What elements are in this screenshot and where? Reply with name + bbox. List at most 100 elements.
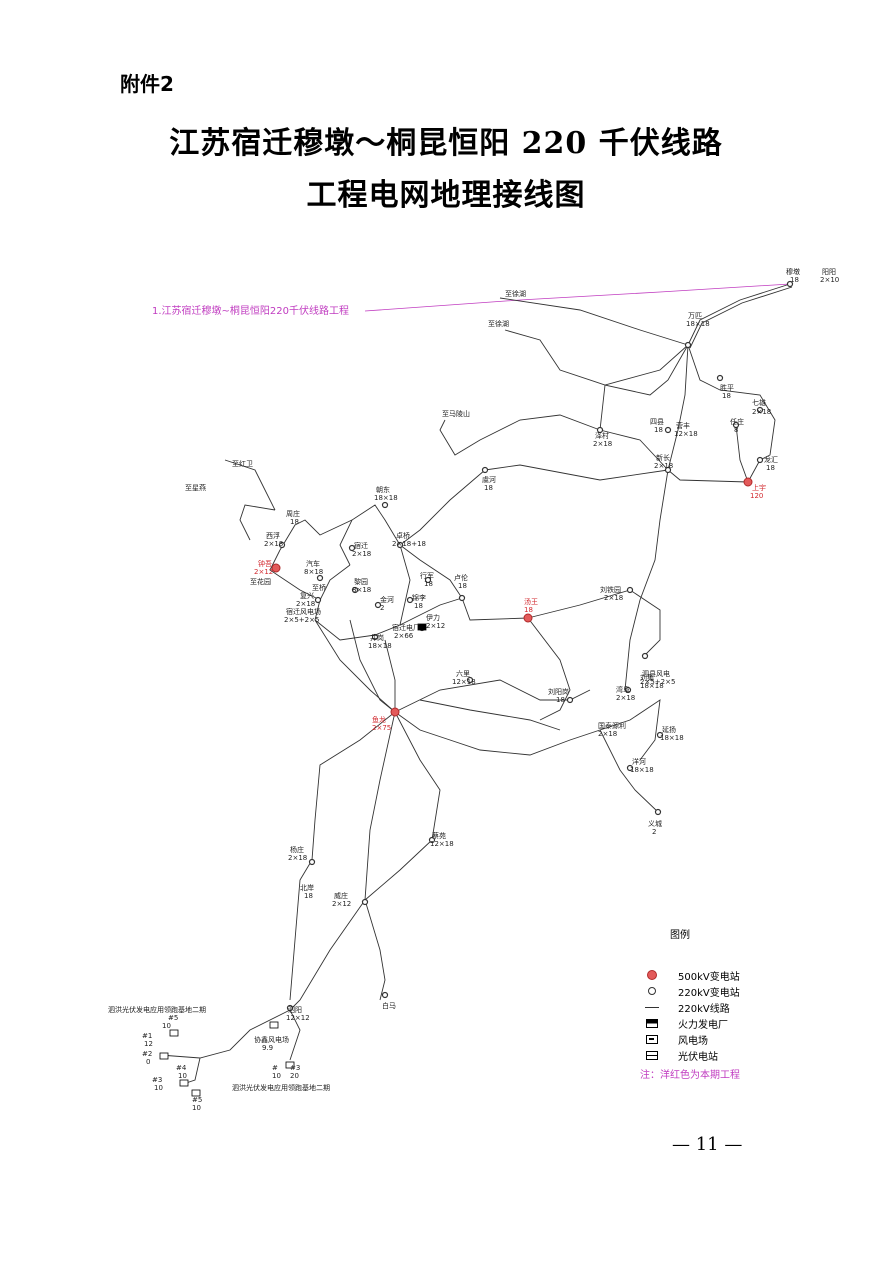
label-laomi: 行军	[420, 571, 434, 580]
label-xiehong-cap: 9.9	[262, 1044, 273, 1052]
label-pv5b: #5	[192, 1096, 202, 1104]
label-liuji: 刘集	[640, 673, 654, 682]
label-weizhuang: 威庄	[334, 891, 348, 900]
label-shengliu: 胜平	[720, 383, 734, 392]
label-qiche-cap: 8×18	[304, 568, 323, 576]
label-zhezhuang: 伊力	[426, 613, 440, 622]
label-pvB-cap: 20	[290, 1072, 299, 1080]
label-suyang: 复兴	[300, 591, 314, 600]
label-weizhuang-cap: 2×12	[332, 900, 351, 908]
label-tianlu: 蔡苑	[432, 831, 446, 840]
legend-item-thermal: 火力发电厂	[640, 1016, 728, 1031]
label-renzhuang-cap: 8	[734, 426, 738, 434]
label-mudun: 穆墩	[786, 267, 800, 276]
label-liqi: 锦李	[412, 593, 426, 602]
label-pv5b-cap: 10	[192, 1104, 201, 1112]
label-liqi-cap: 18	[414, 602, 423, 610]
page-number: — 11 —	[672, 1134, 743, 1155]
label-zhiqiao: 至桥	[312, 583, 326, 592]
label-yuhe: 虞河	[482, 475, 496, 484]
label-fuji: 洋河	[632, 757, 646, 766]
label-pv2-cap: 0	[146, 1058, 150, 1066]
label-pv3: #3	[152, 1076, 162, 1084]
label-xinjie: 井岗	[370, 633, 384, 642]
station-500kv-markers	[271, 477, 753, 717]
label-pvB: #3	[290, 1064, 300, 1072]
label-bailu: 白马	[382, 1001, 396, 1010]
solar-plant-icon	[640, 1050, 664, 1060]
label-pv5: #5	[168, 1014, 178, 1022]
label-bingyuan: 黎园	[354, 577, 368, 586]
label-suqian-cap: 2×18	[352, 550, 371, 558]
legend-item-220kv: 220kV变电站	[640, 984, 740, 999]
label-yiyang: 阳阳	[822, 267, 836, 276]
label-zhuozhuang-cap: 2×18+18	[392, 540, 426, 548]
label-siyang-cap: 18	[654, 426, 663, 434]
label-suyang-cap: 2×18	[296, 600, 315, 608]
page-title-line2: 工程电网地理接线图	[306, 178, 586, 213]
label-longji-cap: 18	[766, 464, 775, 472]
label-jinhe: 金河	[380, 595, 394, 604]
label-xianggang: 北岸	[300, 884, 314, 892]
label-bingyuan-cap: 8×18	[352, 586, 371, 594]
label-baihua: 卢伦	[454, 573, 468, 582]
label-yongze-cap: 2×18	[593, 440, 612, 448]
label-pvA-cap: 10	[272, 1072, 281, 1080]
label-siyang: 四县	[650, 418, 664, 426]
label-zhuozhuang: 卓桥	[396, 531, 410, 540]
wind-farm-icon	[640, 1034, 664, 1044]
label-pv4-cap: 10	[178, 1072, 187, 1080]
label-sujiang: 宿迁电厂	[392, 623, 420, 632]
label-zhixupeng: 至徐湖	[505, 289, 526, 298]
label-wanqu: 万匹	[688, 312, 702, 320]
label-liuxu: 六里	[456, 669, 470, 678]
label-wanjia-cap: 2×18	[616, 694, 635, 702]
station-500kv-icon	[640, 970, 664, 980]
legend-item-solar: 光伏电站	[640, 1048, 718, 1063]
label-mudun-cap: 18	[790, 276, 799, 284]
label-kouqiao-cap: 2×5+2×5	[640, 678, 675, 686]
label-pv1: #1	[142, 1032, 152, 1040]
label-pv1-cap: 12	[144, 1040, 153, 1048]
label-qixiong-cap: 2×18	[752, 408, 771, 416]
label-qianxing: 营丰	[676, 421, 690, 430]
solar-plant-icon	[159, 1052, 169, 1060]
label-zhixupeng2: 至徐湖	[488, 319, 509, 328]
label-xinchang-cap: 2×18	[654, 462, 673, 470]
label-yuhe-cap: 18	[484, 484, 493, 492]
label-yangzhuang: 杨庄	[290, 845, 304, 854]
legend-item-wind: 风电场	[640, 1032, 708, 1047]
label-shuyang: 钟吾	[258, 559, 272, 568]
attachment-label: 附件2	[120, 72, 174, 96]
solar-plant-icon	[285, 1061, 295, 1069]
label-yangzhuang-cap: 2×18	[288, 854, 307, 862]
label-xiehong: 协鑫风电场	[254, 1035, 289, 1044]
label-guojia-cap: 2×18	[598, 730, 617, 738]
label-liuyang: 刘阳岗	[548, 687, 569, 696]
label-longji: 龙汇	[764, 455, 778, 464]
label-shuyang-cap: 2×12	[254, 568, 273, 576]
label-pv4: #4	[176, 1064, 187, 1072]
label-xiquan: 西浮	[266, 531, 280, 540]
label-pv-top: 泗洪光伏发电应用领跑基地二期	[108, 1005, 206, 1014]
label-pv5-cap: 10	[162, 1022, 171, 1030]
label-yishan-cap: 2	[652, 828, 656, 836]
label-guanhu-cap: 12×12	[286, 1014, 310, 1022]
line-network	[159, 283, 793, 1086]
label-guojia: 国泰源利	[598, 721, 626, 730]
solar-plant-icon	[191, 1089, 201, 1097]
label-xiaojiang: 宿迁风电场	[286, 607, 321, 616]
label-shangyu: 上宇	[752, 483, 766, 492]
thermal-plant-icon	[640, 1018, 664, 1028]
label-suqian: 宿迁	[354, 541, 368, 550]
legend-note: 注：洋红色为本期工程	[640, 1069, 740, 1081]
label-pv3-cap: 10	[154, 1084, 163, 1092]
label-kouqiao: 泗县风电	[642, 669, 670, 678]
project-note: 1.江苏宿迁穆墩~桐昆恒阳220千伏线路工程	[152, 304, 349, 317]
label-xianggang-cap: 18	[304, 892, 313, 900]
label-pvA: #	[272, 1064, 278, 1072]
station-220kv-icon	[640, 987, 664, 995]
thermal-plant-icon	[417, 623, 427, 631]
label-guanhu: 泗阳	[288, 1005, 302, 1014]
label-xiaojiang-cap: 2×5+2×5	[284, 616, 319, 624]
